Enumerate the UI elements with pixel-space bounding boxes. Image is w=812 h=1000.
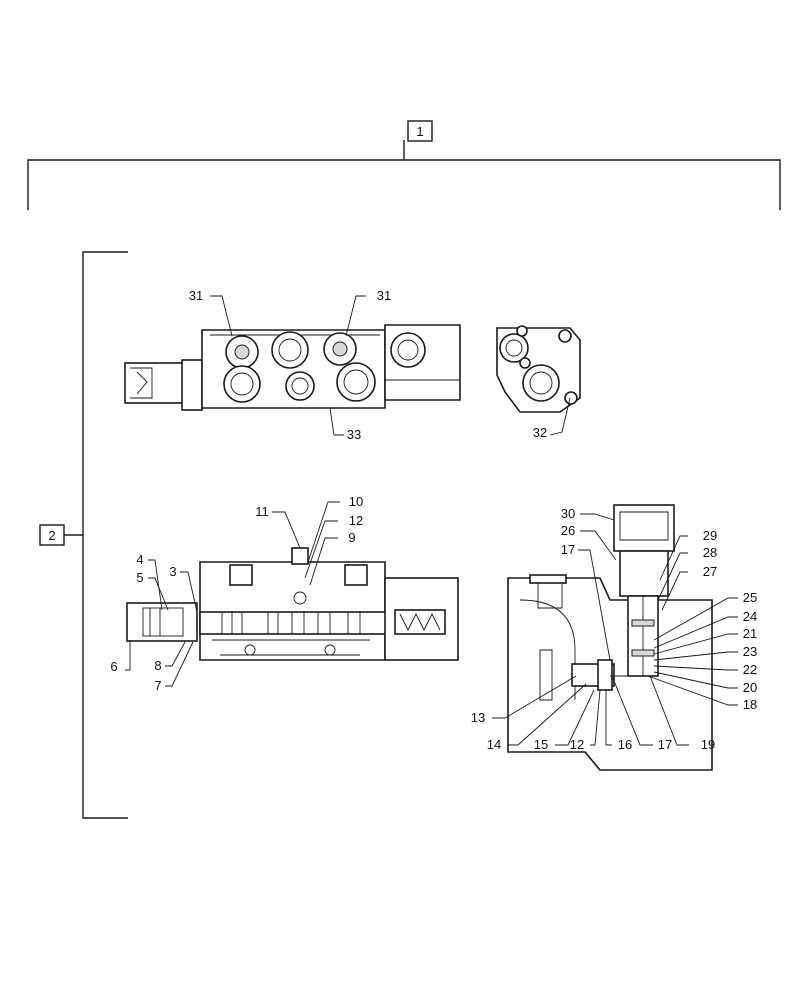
section-number-box <box>39 524 65 546</box>
callout-22: 22 <box>743 662 757 677</box>
callout-13: 13 <box>471 710 485 725</box>
section-number: 2 <box>48 528 55 543</box>
assembly-number-box <box>407 120 433 142</box>
relief-valve-section-view <box>507 504 713 771</box>
callout-5: 5 <box>136 570 143 585</box>
callout-3: 3 <box>169 564 176 579</box>
callout-31-left: 31 <box>189 288 203 303</box>
callout-17-upper: 17 <box>561 542 575 557</box>
callout-4: 4 <box>136 552 143 567</box>
callout-30: 30 <box>561 506 575 521</box>
callout-18: 18 <box>743 697 757 712</box>
callout-10: 10 <box>349 494 363 509</box>
callout-8: 8 <box>154 658 161 673</box>
valve-section-view <box>126 547 459 661</box>
leader-lines <box>125 295 738 746</box>
callout-26: 26 <box>561 523 575 538</box>
callout-19: 19 <box>701 737 715 752</box>
callout-32: 32 <box>533 425 547 440</box>
callout-14: 14 <box>487 737 501 752</box>
section-bracket: 2 <box>39 251 128 819</box>
callout-20: 20 <box>743 680 757 695</box>
callout-11: 11 <box>255 504 269 519</box>
callout-16: 16 <box>618 737 632 752</box>
callout-29: 29 <box>703 528 717 543</box>
callout-12-lower: 12 <box>570 737 584 752</box>
callout-9: 9 <box>348 530 355 545</box>
callout-6: 6 <box>110 659 117 674</box>
callout-33: 33 <box>347 427 361 442</box>
callout-21: 21 <box>743 626 757 641</box>
callout-28: 28 <box>703 545 717 560</box>
assembly-number: 1 <box>416 124 423 139</box>
cover-plate <box>496 325 581 413</box>
callout-27: 27 <box>703 564 717 579</box>
callout-7: 7 <box>154 678 161 693</box>
callout-24: 24 <box>743 609 757 624</box>
callout-12-upper: 12 <box>349 513 363 528</box>
callout-17-lower: 17 <box>658 737 672 752</box>
callout-15: 15 <box>534 737 548 752</box>
valve-body-top-view <box>124 324 461 411</box>
callouts: 31 31 33 32 11 10 12 9 4 5 3 6 8 7 30 26… <box>110 288 757 752</box>
callout-23: 23 <box>743 644 757 659</box>
callout-25: 25 <box>743 590 757 605</box>
assembly-bracket: 1 <box>27 120 781 210</box>
callout-31-right: 31 <box>377 288 391 303</box>
